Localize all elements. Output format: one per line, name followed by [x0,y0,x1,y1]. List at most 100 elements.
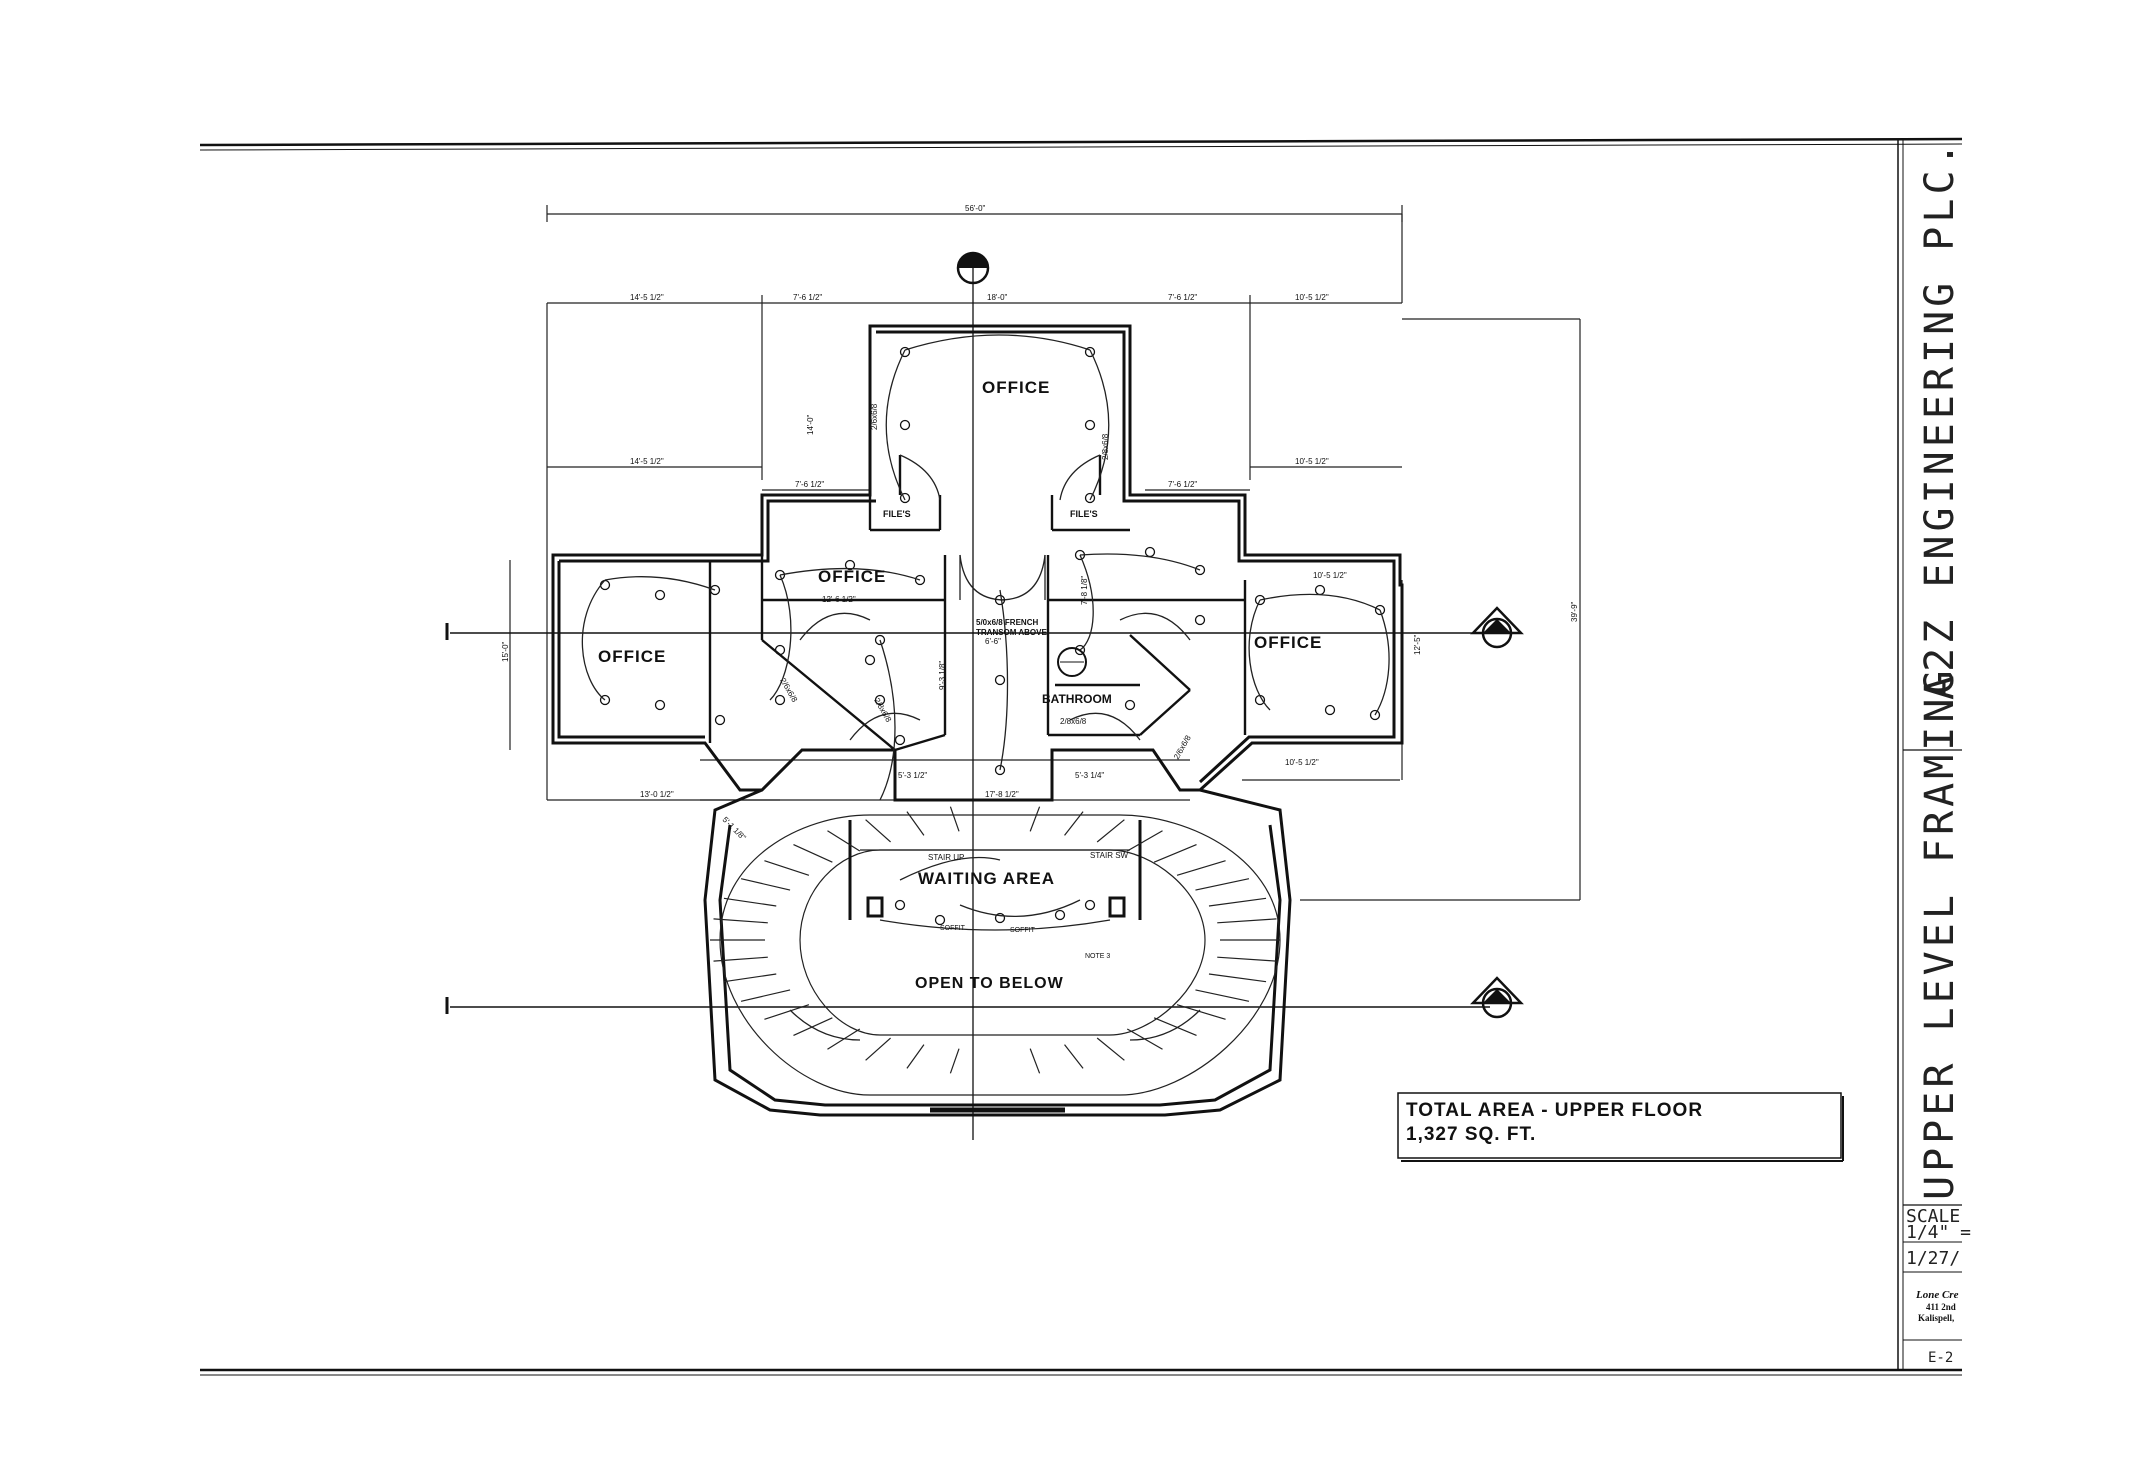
stair-tread [1029,1048,1041,1074]
scale-value: 1/4" = [1906,1222,1971,1243]
light-fixture-icon [1369,709,1381,721]
company-name: A2Z ENGINEERING PLC. [1917,138,1963,700]
stair-tread [713,918,768,924]
light-fixture-icon [709,584,721,596]
stair-tread [1176,1004,1226,1020]
dim-14-5-top: 14'-5 1/2" [630,293,664,302]
firm-name: Lone Cre [1915,1289,1959,1301]
dim-7-6-mid-left: 7'-6 1/2" [795,480,824,489]
toilet-fixture [1057,647,1087,677]
section-marker-south [1470,976,1524,1019]
interior-walls [708,455,1247,752]
dim-7-6-top-right: 7'-6 1/2" [1168,293,1197,302]
stair-tread [906,811,925,836]
stair-tread [1217,956,1277,962]
stair-tread [1208,973,1267,983]
drawing-date: 1/27/ [1906,1248,1960,1269]
stair-treads [710,806,1280,1074]
stair-tread [723,973,777,983]
note-door-east: 2/6x6/8 [1172,733,1193,761]
dim-12-5: 12'-5" [1413,634,1422,655]
light-fixture-icon [714,714,726,726]
dim-12-6: 12'-6 1/2" [822,595,856,604]
dim-5-3-left: 5'-3 1/2" [898,771,927,780]
dim-17-8: 17'-8 1/2" [985,790,1019,799]
light-fixture-icon [894,899,906,911]
light-fixture-icon [994,764,1006,776]
stair-tread [793,843,833,863]
note-door-west-left: 2/6x6/8 [778,677,799,705]
light-fixture-icon [774,569,786,581]
light-fixture-icon [994,674,1006,686]
dim-7-6-top-left: 7'-6 1/2" [793,293,822,302]
light-fixture-icon [914,574,926,586]
stair-tread [1176,860,1226,876]
light-fixture-icon [599,694,611,706]
light-fixture-icon [1144,546,1156,558]
light-fixture-icon [874,694,886,706]
room-label-files-left: FILE'S [883,509,911,519]
light-fixture-icon [844,559,856,571]
light-fixture-icon [1254,594,1266,606]
light-fixture-icon [599,579,611,591]
light-fixture-icon [654,699,666,711]
waiting-area-enclosure [703,788,1292,1117]
stair-tread [1064,811,1084,836]
dim-13-0: 13'-0 1/2" [640,790,674,799]
light-fixture-icon [994,912,1006,924]
light-fixture-icon [1324,704,1336,716]
stair-tread [1096,819,1125,843]
stair-tread [1153,843,1197,863]
light-fixture-icon [1084,492,1096,504]
sheet-border [199,137,1963,1376]
dim-10-5-top: 10'-5 1/2" [1295,293,1329,302]
wiring-runs [581,334,1390,917]
stair-tread [1029,806,1041,832]
room-label-office-west-center: OFFICE [818,567,886,586]
light-fixture-icon [894,734,906,746]
total-area-box: TOTAL AREA - UPPER FLOOR 1,327 SQ. FT. [1397,1092,1844,1162]
stair-tread [723,897,777,907]
stair-tread [713,956,768,962]
stair-tread [1195,989,1250,1002]
note-door-north-right: 2/8x6/8 [1101,433,1110,460]
dim-14-0: 14'-0" [806,414,815,435]
light-fixture-icon [874,634,886,646]
light-fixture-icon [899,346,911,358]
door-swings [789,454,1201,1041]
stair-tread [740,989,791,1002]
dim-18-0: 18'-0" [987,293,1008,302]
dim-39-9: 39'-9" [1570,601,1579,622]
dim-overall-width: 56'-0" [965,204,986,213]
total-area-title: TOTAL AREA - UPPER FLOOR [1406,1100,1703,1121]
dim-10-5-mid: 10'-5 1/2" [1295,457,1329,466]
exterior-walls [551,324,1404,802]
note-door-west-right: 2/8x6/8 [872,697,893,725]
firm-address: 411 2nd [1926,1302,1956,1312]
stair-tread [793,1017,833,1037]
sheet-title: UPPER LEVEL FRAMING [1917,666,1963,1200]
stair-tread [865,819,891,843]
light-fixture-icon [1194,564,1206,576]
section-marker-north [956,251,990,285]
stair-tread [827,830,861,852]
stair-tread [906,1044,925,1069]
light-fixture-icon [774,694,786,706]
dim-6-6: 6'-6" [985,637,1001,646]
room-label-files-right: FILE'S [1070,509,1098,519]
room-label-office-far-west: OFFICE [598,647,666,666]
sheet-number: E-2 [1928,1350,1953,1366]
note-stair-sw: STAIR SW [1090,851,1129,860]
stair-tread [1153,1017,1197,1037]
light-fixture-icon [934,914,946,926]
dim-5-3-right: 5'-3 1/4" [1075,771,1104,780]
stair-tread [949,806,960,832]
room-labels: OFFICE OFFICE OFFICE OFFICE FILE'S FILE'… [598,378,1321,992]
light-fixture-icon [1054,909,1066,921]
dimension-lines [509,205,1581,901]
dim-15-0: 15'-0" [501,641,510,662]
note-soffit-right: SOFFIT [1010,927,1036,934]
total-area-value: 1,327 SQ. FT. [1406,1124,1536,1145]
stair-tread [764,1004,810,1020]
